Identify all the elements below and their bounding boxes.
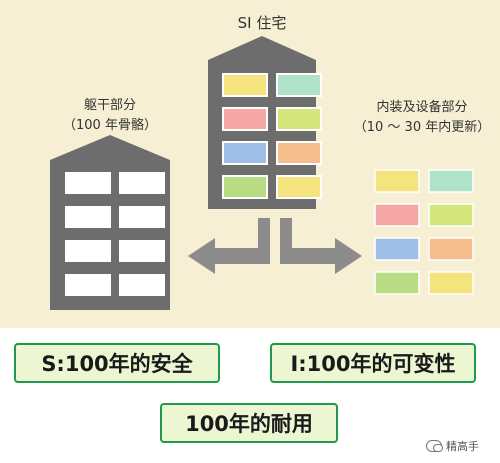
center-building-roof	[208, 36, 316, 60]
watermark-text: 精高手	[446, 440, 479, 453]
right-room-2	[428, 169, 474, 193]
durability-pill: 100年的耐用	[160, 403, 338, 443]
center-room-1	[222, 73, 268, 97]
left-room-4	[119, 206, 165, 228]
left-arrow	[188, 218, 270, 274]
right-subtitle: （10 ～ 30 年内更新）	[353, 120, 491, 135]
left-room-5	[65, 240, 111, 262]
right-room-5	[374, 237, 420, 261]
center-room-3	[222, 107, 268, 131]
center-building	[208, 36, 322, 209]
center-room-2	[276, 73, 322, 97]
center-room-5	[222, 141, 268, 165]
left-room-7	[65, 274, 111, 296]
watermark: 精高手	[426, 438, 479, 454]
right-room-1	[374, 169, 420, 193]
right-room-7	[374, 271, 420, 295]
left-subtitle: （100 年骨骼）	[63, 118, 157, 133]
split-arrows	[188, 218, 362, 274]
left-room-2	[119, 172, 165, 194]
left-room-8	[119, 274, 165, 296]
center-room-7	[222, 175, 268, 199]
left-building	[50, 135, 170, 310]
center-room-8	[276, 175, 322, 199]
variability-pill: I:100年的可变性	[270, 343, 476, 383]
left-room-3	[65, 206, 111, 228]
left-room-6	[119, 240, 165, 262]
right-room-6	[428, 237, 474, 261]
safety-pill: S:100年的安全	[14, 343, 220, 383]
right-room-4	[428, 203, 474, 227]
right-title: 内装及设备部分	[376, 100, 468, 115]
right-arrow	[280, 218, 362, 274]
wechat-icon	[426, 440, 443, 452]
center-room-6	[276, 141, 322, 165]
right-room-3	[374, 203, 420, 227]
left-title: 躯干部分	[83, 98, 136, 113]
left-building-roof	[50, 135, 170, 160]
left-room-1	[65, 172, 111, 194]
center-title: SI 住宅	[237, 14, 287, 32]
right-room-8	[428, 271, 474, 295]
right-infill-modules	[374, 169, 474, 295]
center-room-4	[276, 107, 322, 131]
